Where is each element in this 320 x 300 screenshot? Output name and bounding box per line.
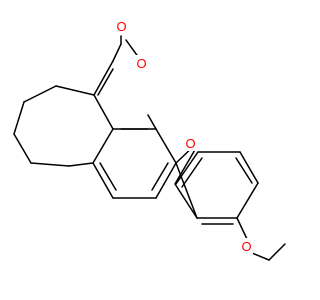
atom-label: O <box>241 239 251 254</box>
atom-ether-oxygen: O <box>184 135 197 151</box>
bond <box>235 157 253 184</box>
bond <box>55 85 95 96</box>
bond <box>147 114 157 130</box>
atom-label: O <box>116 19 126 34</box>
bond <box>174 183 198 219</box>
bond <box>92 128 114 164</box>
bond <box>239 151 259 184</box>
molecule-structure-diagram: O O O O <box>13 18 286 261</box>
bond <box>13 101 25 135</box>
bond <box>175 162 198 219</box>
bond <box>155 128 177 164</box>
bond <box>175 151 199 185</box>
bond <box>174 147 197 185</box>
bond <box>99 162 117 191</box>
bond <box>236 182 259 219</box>
atom-ring-oxygen: O <box>135 55 148 71</box>
bond <box>112 43 122 62</box>
atom-carbonyl-oxygen: O <box>115 18 128 34</box>
bond <box>155 162 177 199</box>
bonds <box>13 35 286 261</box>
bond <box>181 157 203 188</box>
bond <box>23 85 57 103</box>
bond <box>151 162 169 191</box>
atom-label: O <box>136 56 146 71</box>
atom-methoxy-oxygen: O <box>240 238 253 254</box>
atom-label: O <box>185 136 195 151</box>
bond <box>30 162 70 167</box>
bond <box>13 133 32 164</box>
bond <box>268 243 286 261</box>
bond <box>92 162 114 199</box>
bond <box>93 60 114 96</box>
bond <box>93 94 114 130</box>
bond <box>97 68 114 96</box>
bond <box>68 162 94 167</box>
bond <box>236 217 248 240</box>
